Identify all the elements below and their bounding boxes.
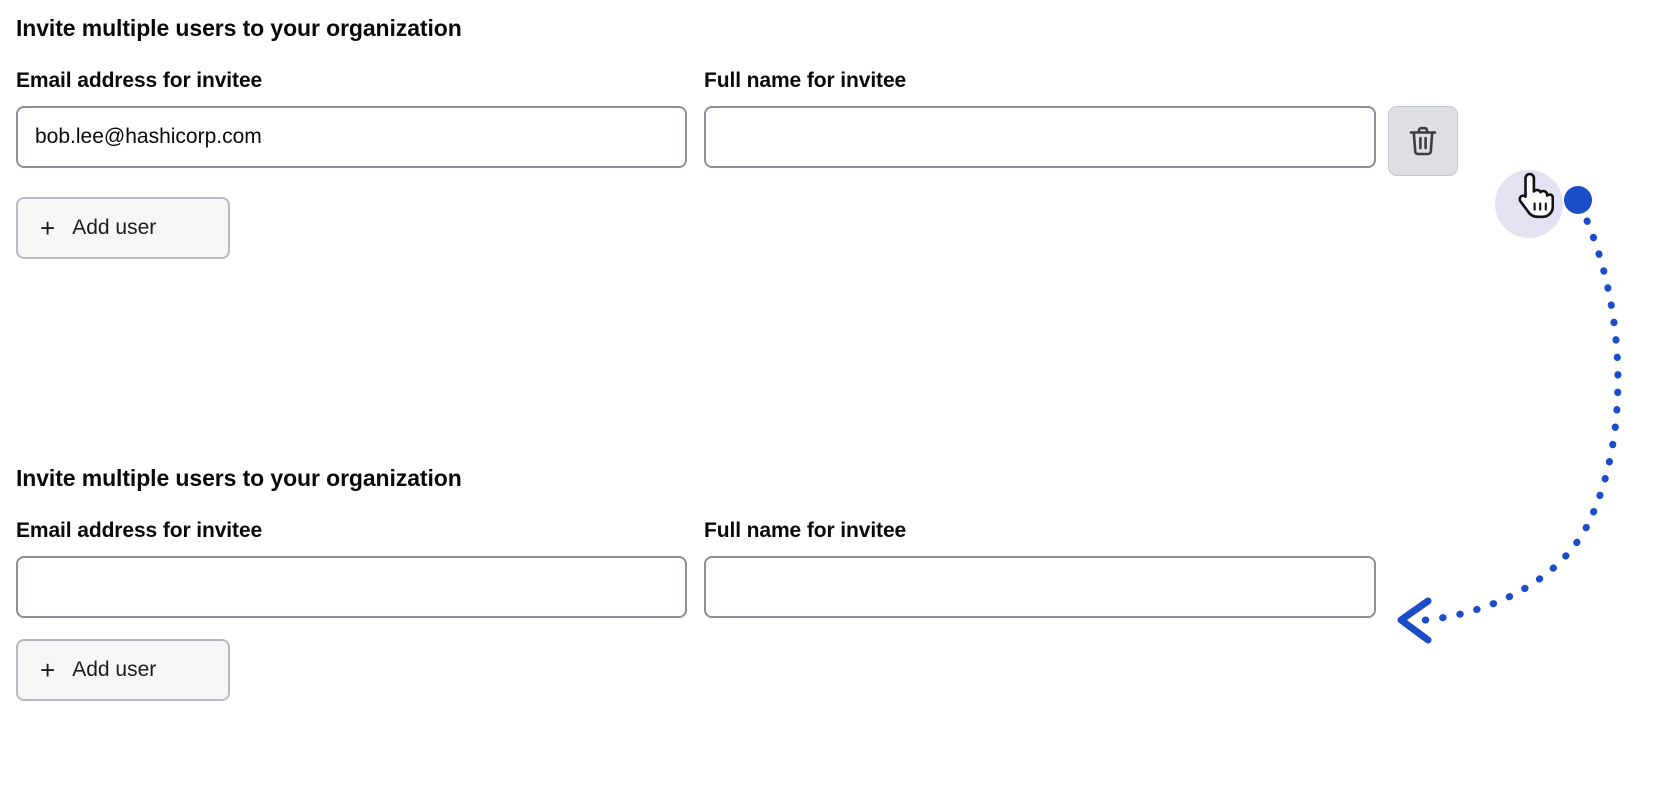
email-input-after[interactable]: [16, 556, 687, 618]
email-field-label-after: Email address for invitee: [16, 519, 263, 542]
invite-block-after: Invite multiple users to your organizati…: [16, 464, 1656, 701]
full-name-field-label-after: Full name for invitee: [704, 519, 907, 542]
delete-row-button[interactable]: [1388, 106, 1458, 176]
full-name-input[interactable]: [704, 106, 1376, 168]
invitee-fields-row: Email address for invitee Full name for …: [16, 68, 1656, 176]
plus-icon-after: +: [40, 655, 56, 685]
email-field-label: Email address for invitee: [16, 69, 263, 92]
plus-icon: +: [40, 213, 56, 243]
add-user-button-after[interactable]: + Add user: [16, 639, 230, 701]
email-field-group: Email address for invitee: [16, 68, 687, 168]
full-name-input-after[interactable]: [704, 556, 1376, 618]
email-field-group-after: Email address for invitee: [16, 518, 687, 618]
email-input[interactable]: [16, 106, 687, 168]
invite-block-before: Invite multiple users to your organizati…: [16, 14, 1656, 259]
add-user-button[interactable]: + Add user: [16, 197, 230, 259]
invitee-fields-row-after: Email address for invitee Full name for …: [16, 518, 1656, 618]
add-user-button-label: Add user: [72, 216, 157, 239]
page-title: Invite multiple users to your organizati…: [16, 15, 462, 41]
full-name-field-label: Full name for invitee: [704, 69, 907, 92]
trash-icon: [1408, 125, 1438, 157]
page-title-after: Invite multiple users to your organizati…: [16, 465, 462, 491]
full-name-field-group: Full name for invitee: [704, 68, 1376, 168]
delete-button-column: [1388, 68, 1458, 176]
add-user-button-label-after: Add user: [72, 658, 157, 681]
full-name-field-group-after: Full name for invitee: [704, 518, 1376, 618]
